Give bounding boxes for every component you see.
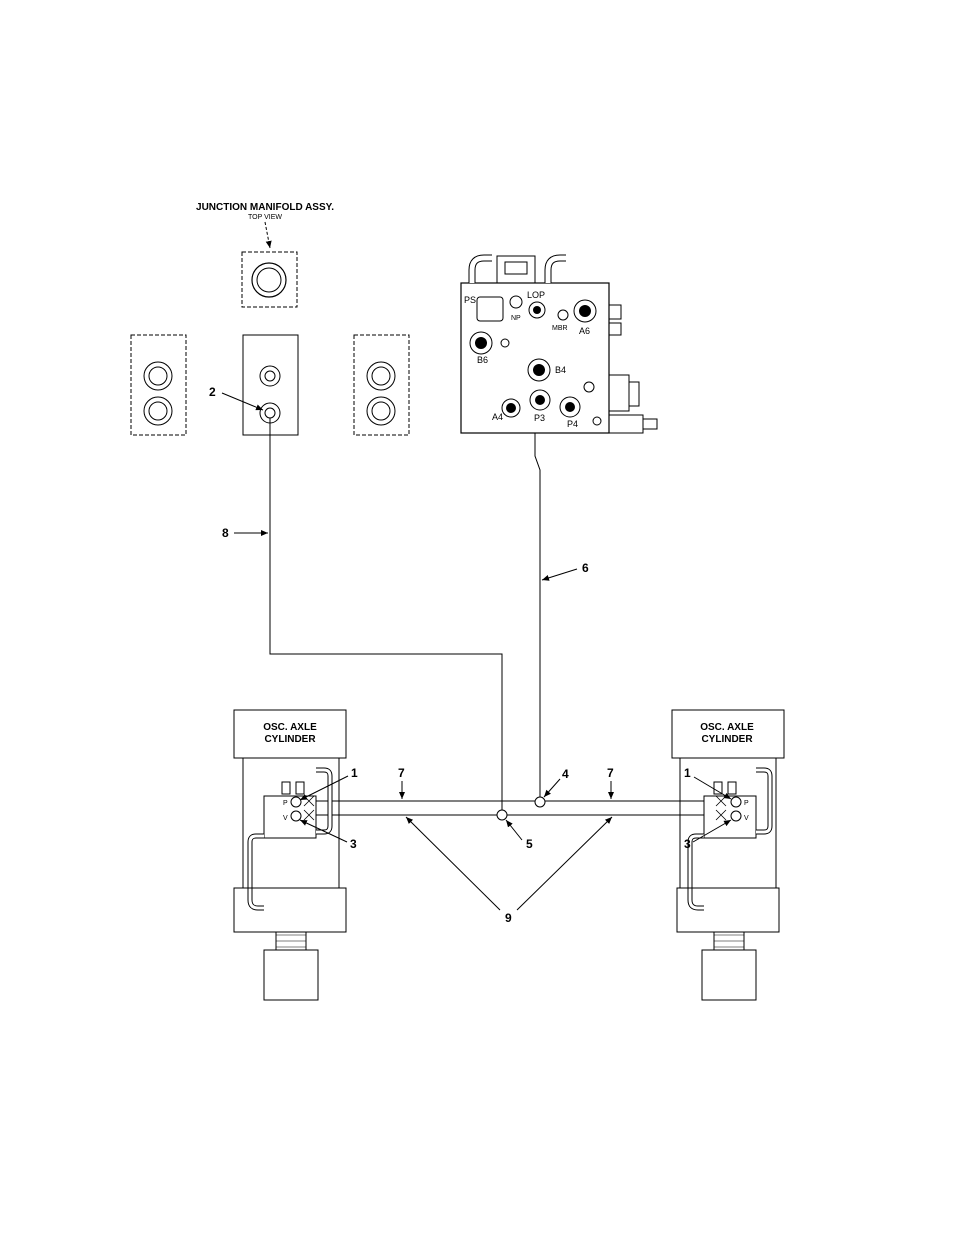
left-cylinder-tube-lower — [250, 836, 264, 908]
right-cylinder-label-line1: OSC. AXLE — [700, 722, 754, 733]
side-fitting-1 — [609, 305, 621, 319]
ps-switch — [477, 297, 503, 321]
tee-fitting-4 — [535, 797, 545, 807]
port-label-p3: P3 — [534, 413, 545, 423]
left-cylinder-label-line1: OSC. AXLE — [263, 722, 317, 733]
port-label-b6: B6 — [477, 355, 488, 365]
callout-7-left: 7 — [398, 766, 405, 780]
top-view-port-inner — [257, 268, 281, 292]
solenoid — [497, 256, 535, 283]
callout-6: 6 — [582, 561, 589, 575]
side-fitting-3 — [609, 415, 643, 433]
callout-8: 8 — [222, 526, 229, 540]
manifold-right-port-upper — [367, 362, 395, 390]
callout-3-right: 3 — [684, 837, 691, 851]
right-port-p-label: P — [744, 800, 749, 807]
port-label-np: NP — [511, 315, 521, 322]
tee-fitting-5 — [497, 810, 507, 820]
right-oscillating-axle-cylinder: OSC. AXLE CYLINDER P V — [672, 710, 784, 1000]
hose-8 — [270, 418, 502, 812]
left-cylinder-label-line2: CYLINDER — [264, 734, 316, 745]
top-view-block — [242, 252, 297, 307]
manifold-left-port-lower — [144, 397, 172, 425]
right-port-v-label: V — [744, 815, 749, 822]
hose-lines — [270, 418, 736, 820]
control-valve: PS NP LOP MBR A6 B6 B4 A4 P3 — [461, 256, 657, 433]
right-cylinder-label-line2: CYLINDER — [701, 734, 753, 745]
top-view-arrow — [265, 222, 270, 248]
left-oscillating-axle-cylinder: OSC. AXLE CYLINDER P V — [234, 710, 346, 1000]
side-fitting-2 — [609, 323, 621, 335]
side-valve-cartridge — [609, 375, 629, 411]
junction-subtitle: TOP VIEW — [248, 214, 282, 221]
manifold-center-port-upper — [260, 366, 280, 386]
hose-6 — [535, 433, 540, 800]
manifold-right-port-lower — [367, 397, 395, 425]
left-port-p-label: P — [283, 800, 288, 807]
mbr-port — [558, 310, 568, 320]
left-cylinder-foot — [264, 950, 318, 1000]
callout-9: 9 — [505, 911, 512, 925]
callout-4: 4 — [562, 767, 569, 781]
manifold-left-port-upper — [144, 362, 172, 390]
port-label-lop: LOP — [527, 290, 545, 300]
callout-1-left: 1 — [351, 766, 358, 780]
callout-7-right: 7 — [607, 766, 614, 780]
callout-3-left: 3 — [350, 837, 357, 851]
right-cylinder-tube-upper — [756, 770, 770, 832]
port-label-ps: PS — [464, 295, 476, 305]
right-cylinder-foot — [702, 950, 756, 1000]
callout-1-right: 1 — [684, 766, 691, 780]
callout-5: 5 — [526, 837, 533, 851]
junction-manifold-assembly: JUNCTION MANIFOLD ASSY. TOP VIEW — [131, 202, 409, 435]
right-cylinder-tube-lower — [690, 836, 704, 908]
callouts: 2 8 6 1 3 7 4 7 5 1 3 9 — [209, 385, 731, 925]
port-label-mbr: MBR — [552, 325, 568, 332]
left-port-v-label: V — [283, 815, 288, 822]
port-label-b4: B4 — [555, 365, 566, 375]
np-port — [510, 296, 522, 308]
port-label-a6: A6 — [579, 326, 590, 336]
junction-title: JUNCTION MANIFOLD ASSY. — [196, 202, 334, 213]
port-label-a4: A4 — [492, 412, 503, 422]
port-label-p4: P4 — [567, 419, 578, 429]
callout-2: 2 — [209, 385, 216, 399]
